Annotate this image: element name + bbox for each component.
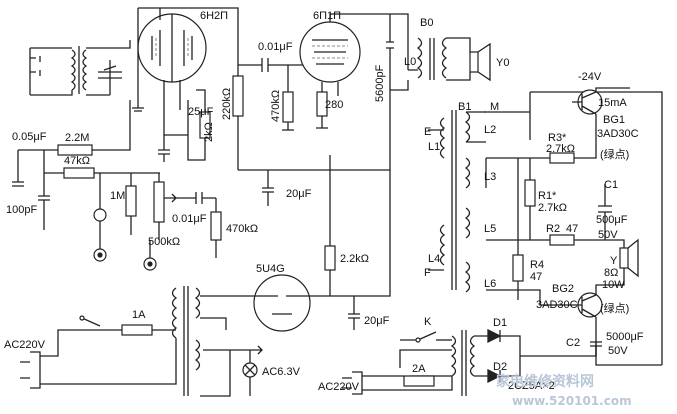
label-001-b: 0.01μF <box>172 213 207 225</box>
tube-6n2p <box>137 7 239 110</box>
interstage-coupling <box>232 58 308 170</box>
tone-volume-network <box>12 100 222 271</box>
label-b1: B1 <box>458 101 471 113</box>
label-l4: L4 <box>428 253 440 265</box>
label-bg1: BG1 <box>603 114 625 126</box>
label-6p1p: 6П1П <box>313 10 341 22</box>
rectifier-5u4g <box>253 170 391 332</box>
transistor-supply <box>342 328 662 396</box>
label-bg1-mark: (绿点) <box>600 147 629 161</box>
label-r1-val: 2.7kΩ <box>538 202 567 214</box>
label-d2: D2 <box>493 361 507 373</box>
label-47k: 47kΩ <box>64 155 90 167</box>
label-1a: 1A <box>132 309 146 321</box>
label-l1: L1 <box>428 141 440 153</box>
label-220k: 220kΩ <box>221 88 233 120</box>
label-bg1-type: 3AD30C <box>597 128 639 140</box>
label-2cz5a: 2CZ5A×2 <box>508 380 555 392</box>
label-5600pf: 5600pF <box>374 64 386 102</box>
label-r3-val: 2.7kΩ <box>546 143 575 155</box>
label-c2-val: 5000μF <box>606 331 644 343</box>
label-2-2m: 2.2M <box>65 132 89 144</box>
label-001-a: 0.01μF <box>258 41 293 53</box>
mains-input-a <box>20 315 177 389</box>
label-l0: L0 <box>404 56 416 68</box>
watermark-url: www.520101.com <box>512 394 632 408</box>
label-2-2k: 2.2kΩ <box>340 253 369 265</box>
label-20uf-a: 20μF <box>286 188 312 200</box>
coil-assembly-b1 <box>428 110 487 293</box>
label-005uf: 0.05μF <box>12 131 47 143</box>
label-l6: L6 <box>484 278 496 290</box>
input-tuning-transformer <box>29 40 131 96</box>
label-l3: L3 <box>484 171 496 183</box>
label-1m: 1M <box>110 190 125 202</box>
label-20uf-b: 20μF <box>364 315 390 327</box>
label-c2-v: 50V <box>608 345 628 357</box>
label-c1-val: 500μF <box>596 214 628 226</box>
label-2a: 2A <box>412 363 426 375</box>
label-c1-v: 50V <box>598 229 618 241</box>
label-r4-val: 47 <box>530 271 542 283</box>
label-ac220-b: AC220V <box>318 381 360 393</box>
output-transformer-b0 <box>386 14 491 110</box>
label-spk-w: 10W <box>602 279 625 291</box>
label-y0: Y0 <box>496 57 509 69</box>
label-c1: C1 <box>604 179 618 191</box>
cathode-network <box>132 89 211 162</box>
label-25uf: 25μF <box>188 106 214 118</box>
label-470k-b: 470kΩ <box>226 223 258 235</box>
label-r2: R2 <box>546 223 560 235</box>
label-280: 280 <box>325 99 343 111</box>
label-c2: C2 <box>566 337 580 349</box>
label-d1: D1 <box>493 317 507 329</box>
heater-lamp <box>242 345 263 396</box>
power-amp-stage <box>484 87 663 365</box>
label-100pf: 100pF <box>6 204 37 216</box>
label-spk-ohm: 8Ω <box>604 267 618 279</box>
label-bg2: BG2 <box>552 283 574 295</box>
label-2k: 2kΩ <box>203 122 215 142</box>
label-l5: L5 <box>484 223 496 235</box>
label-500k: 500kΩ <box>148 236 180 248</box>
label-f: F <box>424 267 431 279</box>
label-r1: R1* <box>538 190 557 202</box>
label-b0: B0 <box>420 17 433 29</box>
label-24v: -24V <box>578 71 602 83</box>
label-bg2-mark: (绿点) <box>600 301 629 315</box>
label-15ma: 15mA <box>598 97 627 109</box>
watermark-cn: 家电维修资料网 <box>496 373 594 390</box>
label-spk-y: Y <box>610 255 618 267</box>
label-r4: R4 <box>530 259 544 271</box>
label-ac6-3: AC6.3V <box>262 366 301 378</box>
label-k: K <box>424 316 432 328</box>
tube-6p1p <box>299 13 409 129</box>
label-bg2-type: 3AD30C <box>536 299 578 311</box>
label-l2: L2 <box>484 124 496 136</box>
label-ac220-a: AC220V <box>4 339 46 351</box>
label-470k-a: 470kΩ <box>270 90 282 122</box>
label-5u4g: 5U4G <box>256 263 285 275</box>
label-r2-val: 47 <box>566 223 578 235</box>
label-r3: R3* <box>548 132 567 144</box>
label-e: E <box>424 126 431 138</box>
label-m: M <box>490 101 499 113</box>
power-transformer-a <box>171 286 256 397</box>
label-6n2p: 6H2П <box>200 10 228 22</box>
